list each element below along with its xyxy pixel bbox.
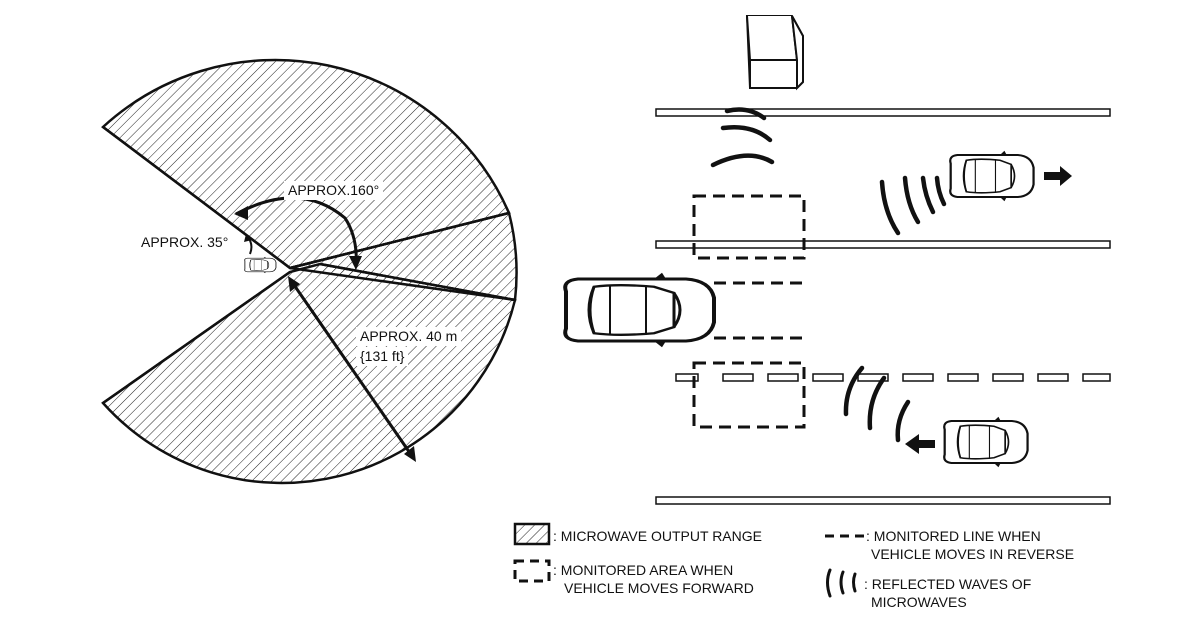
- legend-reverse-line-2: VEHICLE MOVES IN REVERSE: [871, 546, 1075, 562]
- angle-35-label: APPROX. 35°: [137, 233, 233, 252]
- legend-dashed-box: [513, 559, 551, 583]
- lane-line-bottom: [655, 496, 1111, 505]
- legend-forward-area-2: VEHICLE MOVES FORWARD: [564, 580, 754, 596]
- host-vehicle: [563, 270, 716, 350]
- approaching-vehicle-lower: [943, 415, 1029, 469]
- range-label-feet: {131 ft}: [356, 347, 409, 366]
- range-arrow: [288, 276, 416, 462]
- left-arrow-icon: [905, 434, 935, 454]
- angle-160-label: APPROX.160°: [284, 181, 384, 200]
- approaching-vehicle-upper: [949, 149, 1035, 203]
- host-vehicle-small: [244, 256, 277, 274]
- microwave-coverage: [101, 58, 518, 485]
- legend-hatch-swatch: [513, 522, 551, 546]
- right-arrow-icon: [1044, 166, 1072, 186]
- legend-output-range: : MICROWAVE OUTPUT RANGE: [553, 528, 762, 544]
- lane-line-dashed: [675, 373, 1111, 382]
- legend-forward-area-1: : MONITORED AREA WHEN: [553, 562, 734, 578]
- monitored-area-upper: [692, 194, 806, 260]
- lower-output-lobe: [101, 262, 517, 485]
- reflected-waves-upper: [879, 175, 947, 236]
- legend-reflected-2: MICROWAVES: [871, 594, 967, 610]
- angle-160-indicator: [234, 196, 362, 270]
- monitored-area-lower: [692, 361, 806, 429]
- building-block: [745, 15, 804, 91]
- upper-output-lobe: [101, 58, 511, 270]
- angle-35-indicator: [244, 234, 253, 255]
- legend-reverse-line-1: : MONITORED LINE WHEN: [866, 528, 1041, 544]
- legend-wave-icon: [826, 568, 857, 598]
- reflected-waves-lower: [843, 365, 911, 443]
- reflected-waves-building: [710, 107, 775, 168]
- lane-line-top: [655, 108, 1111, 117]
- lane-line-second: [655, 240, 1111, 249]
- legend-reflected-1: : REFLECTED WAVES OF: [864, 576, 1032, 592]
- range-label-meters: APPROX. 40 m: [356, 327, 462, 346]
